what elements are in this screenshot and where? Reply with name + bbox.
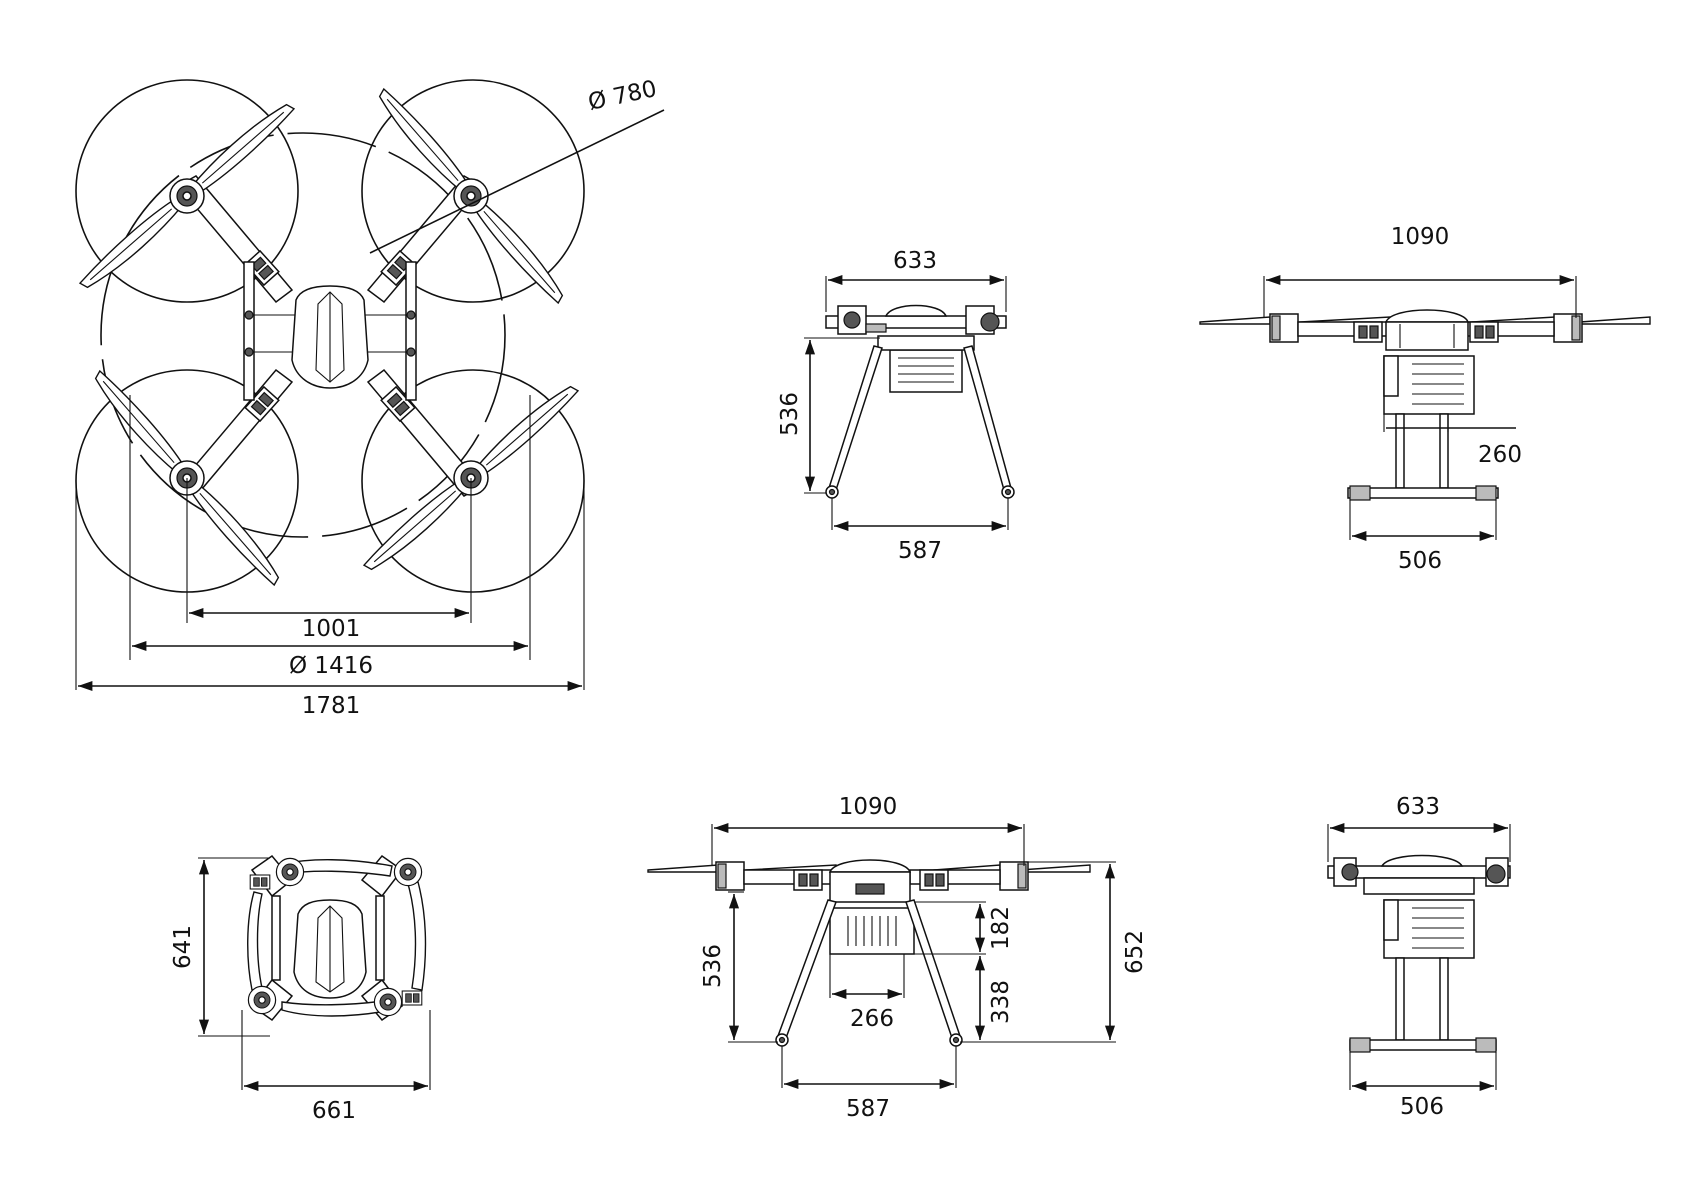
rotor-span-label: 1090: [1391, 224, 1450, 250]
motor-span-label: 1001: [302, 616, 361, 642]
prop-diameter-leader: [369, 109, 665, 254]
side-skid-width-label: 506: [1400, 1094, 1444, 1120]
skid-width-label: 506: [1398, 548, 1442, 574]
tank-width-label: 260: [1478, 442, 1522, 468]
top-view-unfolded: Ø 780 1001 Ø 1416 1781: [75, 76, 665, 719]
frame-rails: [243, 261, 417, 401]
tank-grille-side-unfolded: [1412, 907, 1464, 949]
folded-height-label: 641: [170, 925, 196, 969]
prop-disk-top-left: [75, 79, 299, 303]
side-top-width-label: 633: [1396, 794, 1440, 820]
tank-height-label: 182: [988, 906, 1014, 950]
front-view-unfolded-upper: 1090 260 506: [1199, 224, 1651, 574]
lower-height-label: 536: [700, 944, 726, 988]
lower-leg-span-label: 587: [846, 1096, 890, 1122]
lower-rotor-span-label: 1090: [839, 794, 898, 820]
side-view-unfolded: 633 506: [1327, 794, 1511, 1120]
outer-footprint-circle: [100, 132, 506, 538]
top-view-folded: 641 661: [170, 854, 431, 1124]
prop-disk-top-right: [361, 79, 585, 303]
leg-span-label: 587: [898, 538, 942, 564]
fuselage-top: [291, 285, 369, 389]
folded-width-label: 661: [312, 1098, 356, 1124]
lower-tank-width-label: 266: [850, 1006, 894, 1032]
tank-grille-side: [898, 357, 954, 383]
overall-width-label: 1781: [302, 693, 361, 719]
tank-grille-front: [1412, 363, 1464, 405]
clearance-label: 338: [988, 980, 1014, 1024]
tank-grille-lower: [847, 916, 897, 946]
side-view-folded: 633 536 587: [777, 248, 1015, 564]
total-height-label: 652: [1122, 930, 1148, 974]
height-label: 536: [777, 392, 803, 436]
top-width-label: 633: [893, 248, 937, 274]
circle-diameter-label: Ø 1416: [289, 653, 373, 679]
prop-diameter-label: Ø 780: [586, 76, 659, 116]
front-view-unfolded-lower: 1090 536 182 338 652 266 587: [647, 794, 1148, 1122]
